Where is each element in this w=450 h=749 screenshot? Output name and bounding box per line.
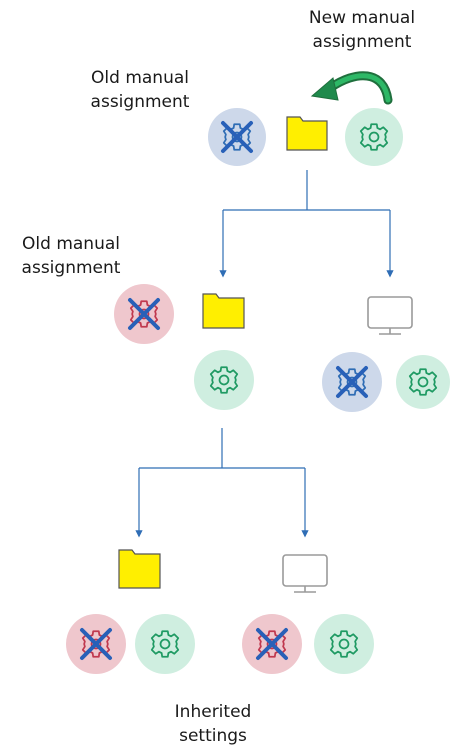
- blocked-gear-icon: [322, 352, 382, 412]
- connector-level-1: [219, 170, 394, 278]
- new-manual-assignment-label: New manual assignment: [308, 8, 416, 52]
- old-manual-assignment-label-top: Old manual assignment: [90, 68, 190, 112]
- folder-icon: [202, 293, 245, 329]
- monitor-icon: [367, 296, 413, 335]
- blocked-gear-icon: [66, 614, 126, 674]
- curved-arrow-icon: [310, 71, 393, 105]
- blocked-gear-icon: [114, 284, 174, 344]
- folder-icon: [286, 116, 328, 151]
- monitor-icon: [282, 554, 328, 593]
- gear-icon: [314, 614, 374, 674]
- old-manual-assignment-label-mid: Old manual assignment: [21, 234, 121, 278]
- connector-level-2: [135, 428, 309, 538]
- inherited-settings-label: Inherited settings: [174, 702, 252, 746]
- gear-icon: [345, 108, 403, 166]
- gear-icon: [396, 355, 450, 409]
- gear-icon: [194, 350, 254, 410]
- blocked-gear-icon: [208, 108, 266, 166]
- gear-icon: [135, 614, 195, 674]
- folder-icon: [118, 549, 161, 589]
- blocked-gear-icon: [242, 614, 302, 674]
